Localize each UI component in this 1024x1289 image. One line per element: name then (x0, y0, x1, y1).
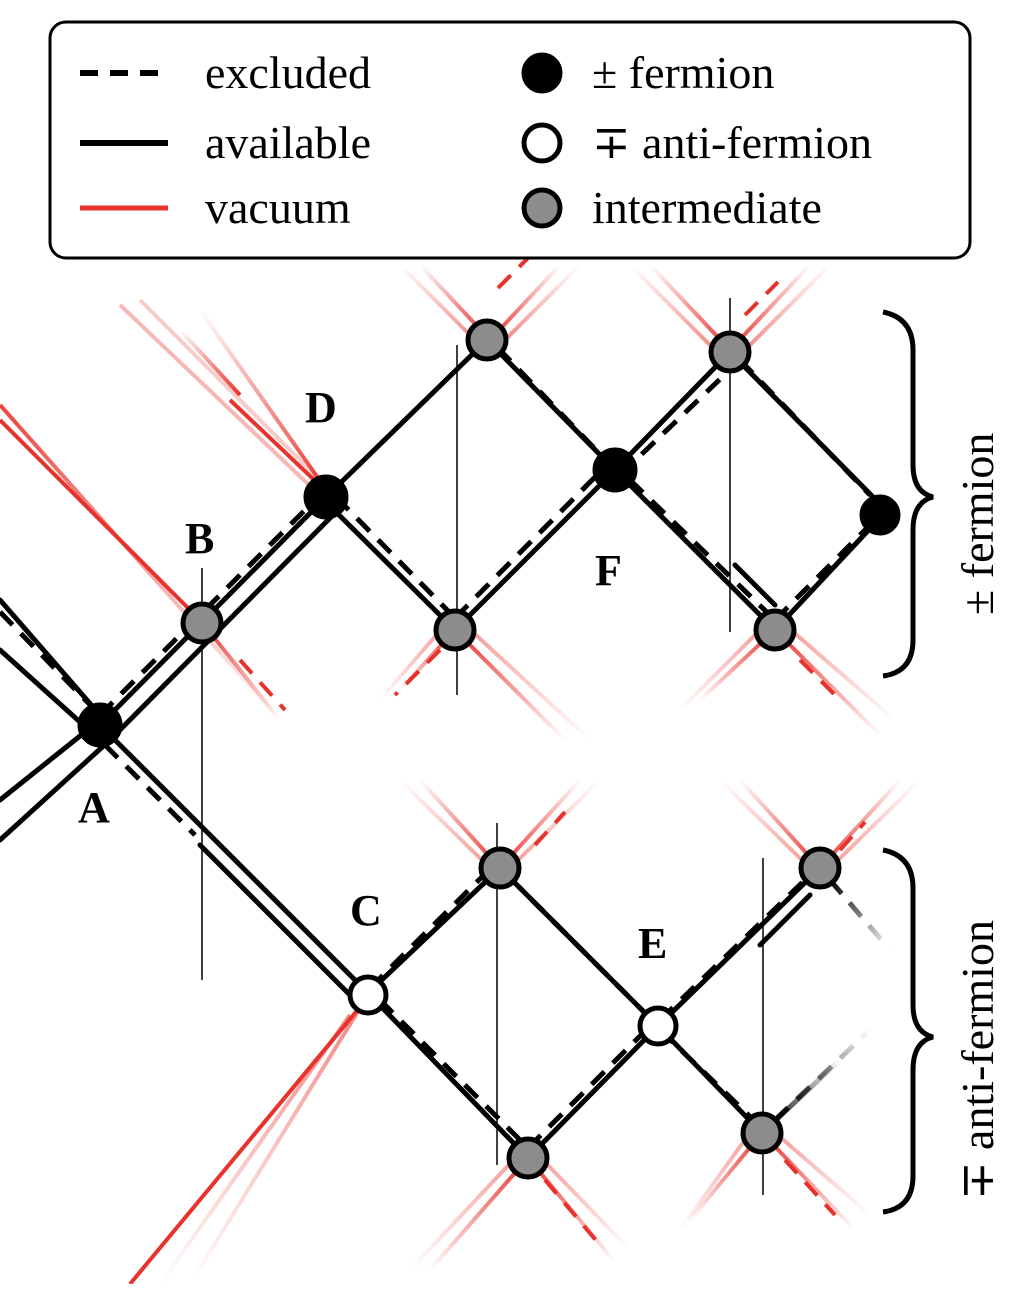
legend-excluded-label: excluded (205, 47, 371, 98)
legend-fermion-label: ± fermion (592, 47, 774, 98)
vacuum-lines (0, 263, 922, 1286)
excluded-paths (0, 256, 892, 1247)
label-f: F (595, 546, 622, 595)
legend-intermediate-label: intermediate (592, 182, 822, 233)
label-c: C (350, 886, 382, 935)
node-a (77, 702, 123, 748)
node-f (592, 447, 638, 493)
node-top-2 (708, 330, 752, 374)
legend-anti-fermion-swatch (521, 122, 563, 164)
node-d (303, 474, 349, 520)
node-labels: A B C D E F (78, 383, 667, 968)
node-b (180, 601, 224, 645)
node-top-3 (478, 846, 522, 890)
label-e: E (638, 919, 667, 968)
node-bottom-4 (740, 1111, 784, 1155)
label-d: D (305, 383, 337, 432)
anti-fermion-brace (882, 847, 934, 1215)
node-bottom-1 (433, 608, 477, 652)
legend-vacuum-label: vacuum (205, 182, 351, 233)
legend-available-label: available (205, 117, 371, 168)
node-bottom-2 (753, 608, 797, 652)
legend: excluded available vacuum ± fermion ∓ an… (48, 20, 972, 260)
node-c (347, 974, 389, 1016)
legend-box (48, 20, 972, 260)
node-right-fermion (859, 494, 901, 536)
legend-intermediate-swatch (521, 187, 563, 229)
node-top-1 (465, 318, 509, 362)
available-paths (0, 337, 881, 1161)
label-a: A (78, 783, 110, 832)
side-label-fermion: ± fermion (952, 433, 1003, 615)
label-b: B (185, 514, 214, 563)
legend-fermion-swatch (521, 52, 563, 94)
braces (882, 309, 934, 1215)
nodes (77, 318, 901, 1180)
node-top-4 (798, 846, 842, 890)
fermion-brace (882, 309, 934, 679)
side-label-anti-fermion: ∓ anti-fermion (952, 920, 1003, 1200)
node-bottom-3 (506, 1136, 550, 1180)
legend-anti-fermion-label: ∓ anti-fermion (592, 117, 872, 168)
node-e (637, 1005, 679, 1047)
